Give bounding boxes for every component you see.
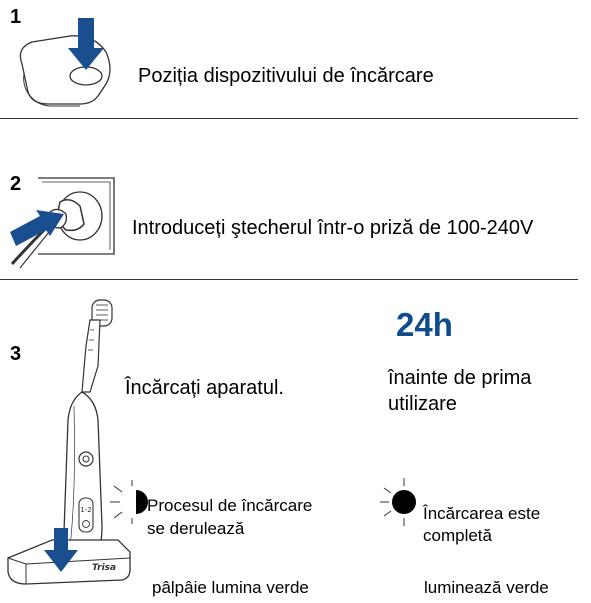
step-1-number: 1 bbox=[10, 6, 22, 28]
mode-button-label: 1-2 bbox=[80, 506, 91, 514]
step-2-number: 2 bbox=[10, 173, 22, 195]
step-2-text: Introduceți ştecherul într-o priză de 10… bbox=[132, 217, 534, 239]
brand-logo: Trisa bbox=[92, 563, 116, 573]
step-1-text: Poziția dispozitivului de încărcare bbox=[138, 65, 434, 87]
solid-light-icon bbox=[380, 478, 416, 526]
divider-2 bbox=[0, 279, 578, 280]
plug-socket-illustration bbox=[10, 177, 115, 269]
complete-caption: luminează verde bbox=[424, 578, 549, 597]
complete-status-line-2: completă bbox=[423, 526, 492, 545]
blinking-light-icon bbox=[110, 480, 148, 524]
charge-time-value: 24h bbox=[396, 306, 453, 343]
charge-time-note-line-1: înainte de prima bbox=[388, 367, 532, 389]
step-3-number: 3 bbox=[10, 343, 22, 365]
toothbrush-in-charger-illustration: 1-2 Trisa bbox=[7, 299, 131, 585]
charging-caption: pâlpâie lumina verde bbox=[152, 578, 309, 597]
complete-status-line-1: Încărcarea este bbox=[423, 504, 541, 523]
divider-1 bbox=[0, 118, 578, 119]
charger-base-illustration bbox=[19, 18, 111, 107]
charging-status-line-1: Procesul de încărcare bbox=[147, 496, 313, 515]
charging-status-line-2: se derulează bbox=[147, 519, 245, 538]
step-3-text: Încărcați aparatul. bbox=[125, 377, 284, 399]
charge-time-note-line-2: utilizare bbox=[388, 393, 457, 415]
